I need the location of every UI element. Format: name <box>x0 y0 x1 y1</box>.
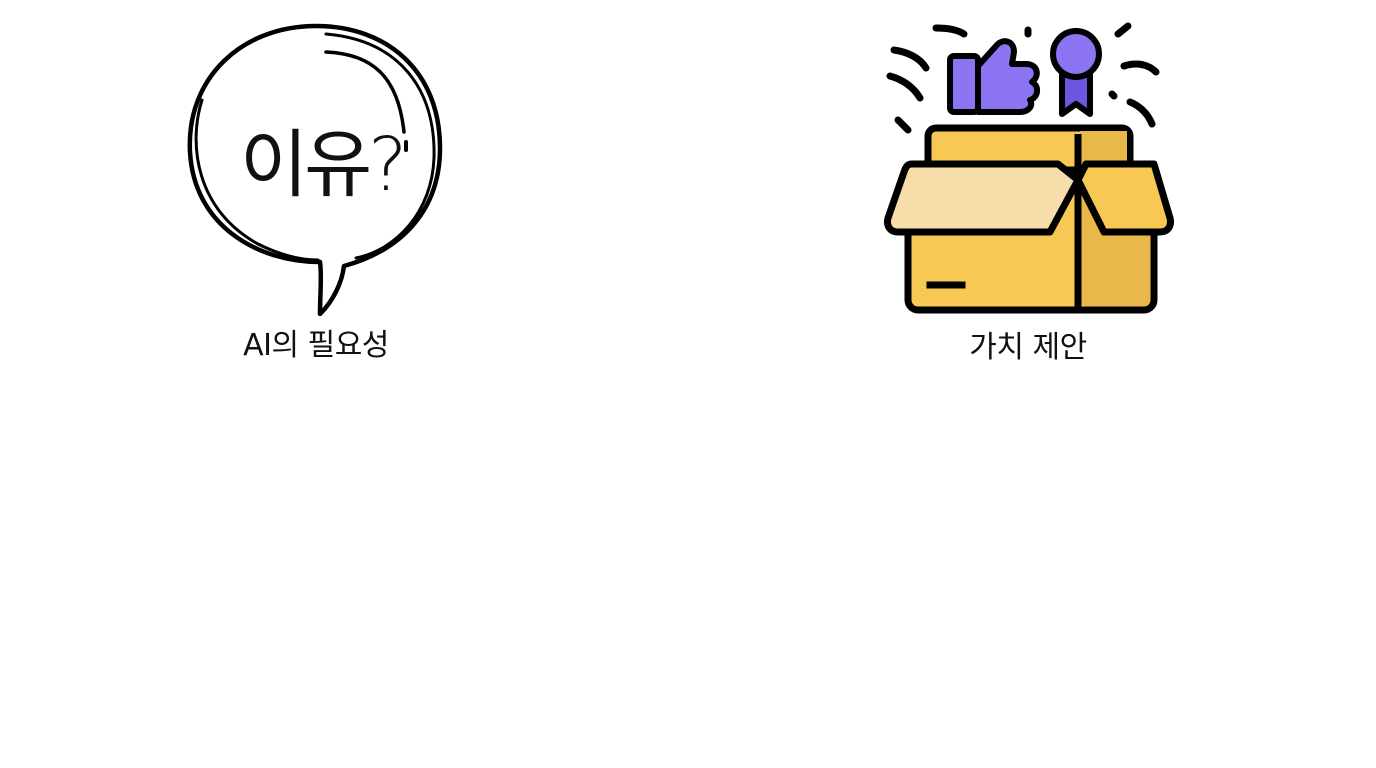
item-ai-necessity: 이유? AI의 필요성 <box>176 14 456 364</box>
value-proposition-label: 가치 제안 <box>969 330 1087 365</box>
bubble-text: 이유? <box>240 122 403 208</box>
ai-necessity-label: AI의 필요성 <box>243 328 389 363</box>
value-box-icon <box>884 22 1174 314</box>
award-ribbon-icon <box>1050 28 1102 117</box>
question-speech-bubble-icon: 이유? <box>187 23 443 316</box>
thumbs-up-icon <box>947 38 1040 115</box>
item-value-proposition: 가치 제안 <box>868 14 1188 366</box>
